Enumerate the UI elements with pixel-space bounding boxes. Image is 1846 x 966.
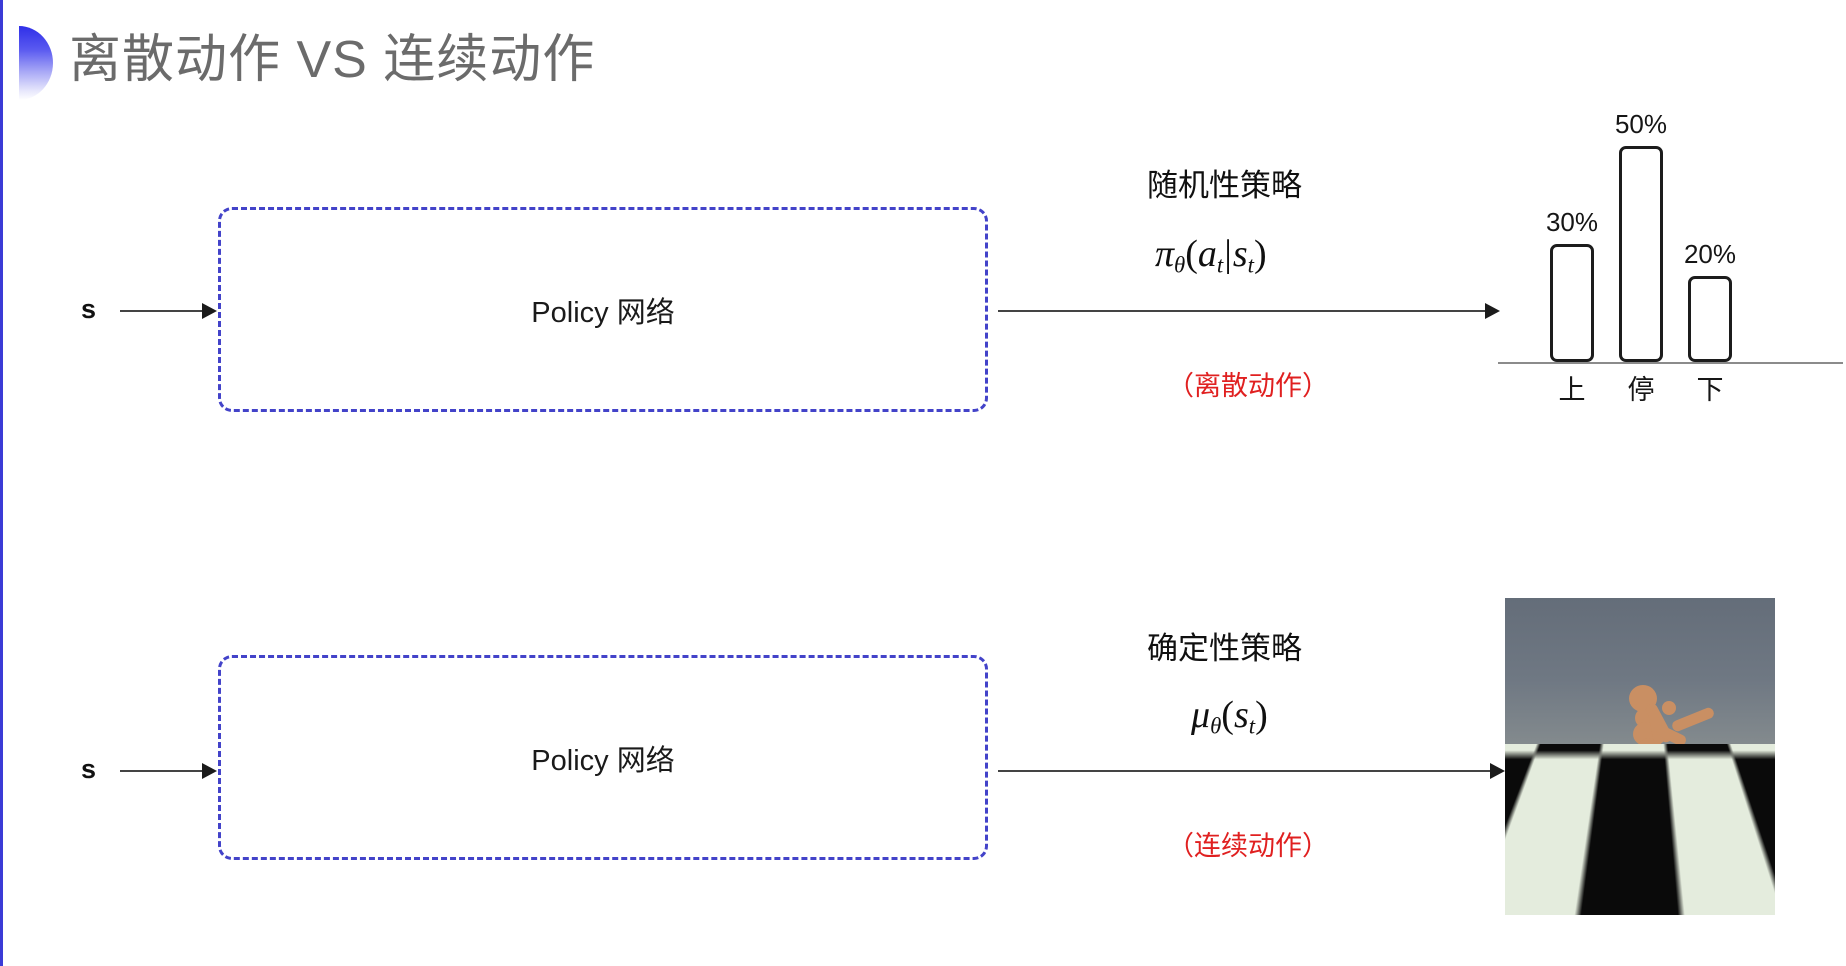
formula-arg2-sub: t bbox=[1247, 252, 1254, 278]
bar-rect-0 bbox=[1550, 244, 1594, 362]
humanoid-simulation-image bbox=[1505, 598, 1775, 915]
formula-open-paren: ( bbox=[1221, 694, 1234, 736]
policy-network-box-discrete[interactable]: Policy 网络 bbox=[218, 207, 988, 412]
formula-close-paren: ) bbox=[1255, 694, 1268, 736]
policy-type-label-continuous: 确定性策略 bbox=[1147, 631, 1302, 666]
formula-fn: π bbox=[1155, 233, 1175, 275]
formula-arg1: s bbox=[1233, 694, 1249, 736]
humanoid-foot-left bbox=[1605, 826, 1625, 846]
bar-value-1: 50% bbox=[1614, 109, 1668, 139]
policy-network-label-discrete: Policy 网络 bbox=[531, 296, 675, 329]
formula-arg1: a bbox=[1197, 233, 1217, 275]
humanoid-hand-right bbox=[1662, 701, 1676, 715]
title-bullet-icon bbox=[19, 26, 53, 100]
policy-network-label-continuous: Policy 网络 bbox=[531, 744, 675, 777]
formula-fn-sub: θ bbox=[1210, 713, 1222, 739]
bar-value-2: 20% bbox=[1683, 239, 1737, 269]
bar-value-0: 30% bbox=[1545, 207, 1599, 237]
action-type-note-discrete: （离散动作） bbox=[1167, 371, 1329, 401]
formula-fn: μ bbox=[1191, 694, 1211, 736]
discrete-action-bar-chart: 30% 上 50% 停 20% 下 bbox=[1498, 96, 1843, 426]
bar-rect-1 bbox=[1619, 146, 1663, 362]
formula-separator: | bbox=[1224, 233, 1232, 275]
arrow-state-to-policy-discrete bbox=[120, 303, 217, 319]
formula-arg1-sub: t bbox=[1248, 713, 1256, 739]
formula-arg1-sub: t bbox=[1216, 252, 1224, 278]
arrow-policy-to-output-discrete bbox=[998, 303, 1500, 319]
bar-rect-2 bbox=[1688, 276, 1732, 362]
policy-network-box-continuous[interactable]: Policy 网络 bbox=[218, 655, 988, 860]
arrow-policy-to-output-continuous bbox=[998, 763, 1505, 779]
formula-deterministic-policy: μθ(st) bbox=[1191, 693, 1268, 739]
formula-fn-sub: θ bbox=[1174, 252, 1186, 278]
page-title: 离散动作 VS 连续动作 bbox=[69, 31, 596, 89]
arrow-state-to-policy-continuous bbox=[120, 763, 217, 779]
action-type-note-continuous: （连续动作） bbox=[1167, 831, 1329, 861]
formula-open-paren: ( bbox=[1185, 233, 1198, 275]
bar-category-2: 下 bbox=[1696, 375, 1724, 405]
bar-category-1: 停 bbox=[1627, 375, 1655, 405]
state-input-label-continuous: s bbox=[81, 754, 97, 784]
state-input-label-discrete: s bbox=[81, 294, 97, 324]
bar-category-0: 上 bbox=[1558, 375, 1586, 405]
policy-type-label-discrete: 随机性策略 bbox=[1147, 168, 1302, 203]
formula-close-paren: ) bbox=[1254, 233, 1267, 275]
chart-baseline-axis bbox=[1498, 362, 1843, 364]
formula-arg2: s bbox=[1232, 233, 1248, 275]
formula-stochastic-policy: πθ(at|st) bbox=[1155, 232, 1267, 278]
